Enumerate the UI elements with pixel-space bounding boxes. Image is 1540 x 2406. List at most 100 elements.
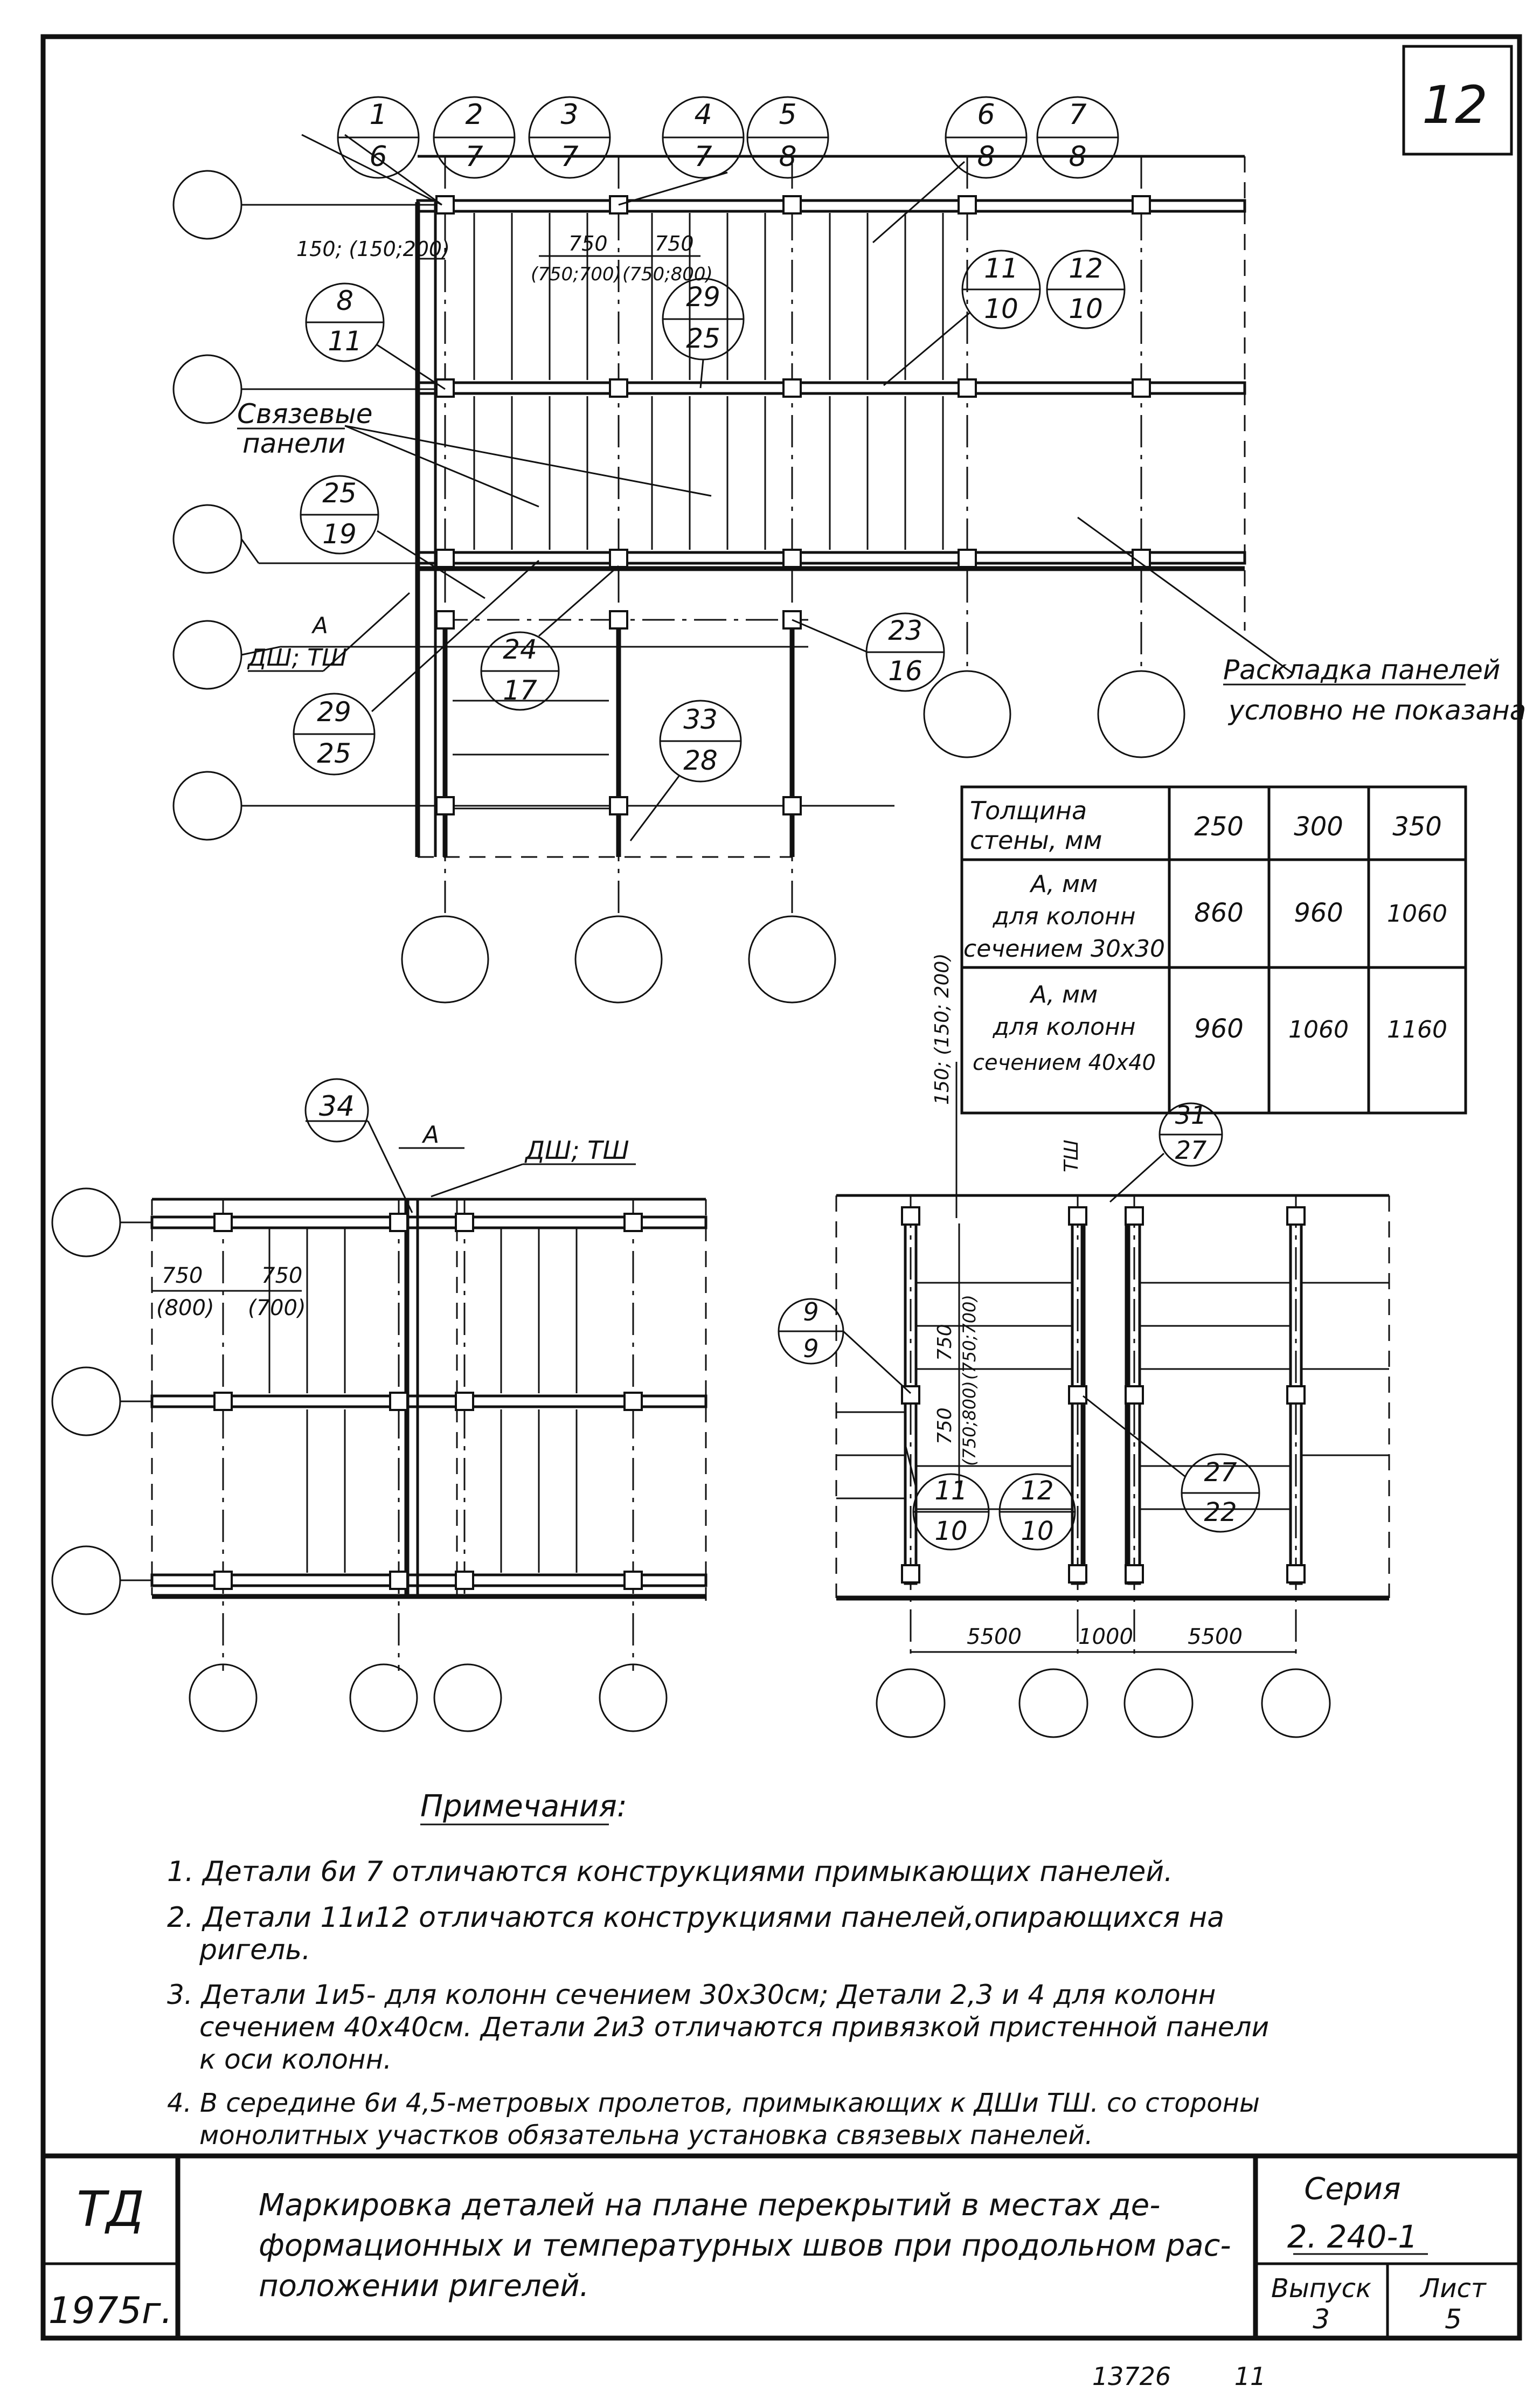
row1-val-3: 1060 [1387,900,1447,928]
callout-34-label: 34 [319,1090,355,1123]
callout-top: 9 [803,1297,818,1326]
thickness-300: 300 [1294,812,1343,842]
callout-top: 11 [984,253,1018,284]
callout-bottom: 8 [1069,141,1086,173]
axis-bubble [876,1668,946,1738]
callout-27-22: 27 22 [1181,1453,1260,1533]
callout-4-7: 4 7 [662,96,745,179]
callout-top: 33 [683,704,718,735]
notes-title: Примечания: [420,1789,627,1824]
description-line-2: формационных и температурных швов при пр… [259,2228,1231,2263]
dim-1000: 1000 [1078,1624,1133,1649]
left-label-joint: ДШ; ТШ [524,1136,629,1165]
beam [150,1394,707,1408]
note-3-line-3: к оси колонн. [199,2044,392,2075]
callout-bottom: 10 [934,1516,967,1546]
leader [322,592,411,672]
row2-label-3: сечением 40х40 [973,1050,1156,1075]
axis-bubble [748,915,836,1004]
note-layout-1: Раскладка панелей [1223,654,1500,686]
dim-tsh: ТШ [1060,1140,1083,1173]
axis-bubble [1018,1668,1088,1738]
leader [344,425,712,497]
top-plan: 1 6 2 7 3 7 4 7 5 8 6 8 7 8 8 1 [172,96,1526,1004]
callout-top: 1 [369,99,387,131]
row2-val-1: 960 [1194,1014,1244,1044]
table-header-line1: Толщина [970,796,1087,825]
footer-page: 11 [1234,2362,1266,2391]
callout-bottom: 9 [803,1334,818,1363]
note-3-line-2: сечением 40х40см. Детали 2и3 отличаются … [199,2011,1269,2043]
callout-33-28: 33 28 [659,700,742,783]
dim-750-a-alt: (750;700) [531,264,621,285]
title-block: ТД 1975г. Маркировка деталей на плане пе… [43,2153,1520,2338]
beam [416,381,1246,395]
row1-label-2: для колонн [992,903,1135,930]
label-joint: ДШ; ТШ [247,644,347,672]
callout-top: 24 [503,634,537,665]
axis-bubble [401,915,489,1004]
callout-top: 25 [322,478,357,509]
callout-24-17: 24 17 [480,631,560,711]
row1-label-1: А, мм [1029,870,1098,898]
callout-bottom: 11 [328,326,362,357]
footer-number: 13726 [1092,2362,1171,2391]
left-label-a: А [421,1121,439,1149]
sheet-label: Лист [1419,2273,1487,2304]
callout-1-6: 1 6 [337,96,420,179]
callout-12-10-right: 12 10 [998,1473,1076,1551]
axis-bubble [51,1545,121,1615]
leaders-top [301,134,1294,841]
callout-25-19: 25 19 [300,475,379,555]
issue-label: Выпуск [1271,2273,1371,2304]
dim-750-b-alt: (750;800) [622,264,713,285]
row2-label-1: А, мм [1029,981,1098,1008]
left-dim-700: (700) [248,1296,306,1320]
callout-bottom: 25 [686,323,720,354]
columns-top [435,195,1151,815]
callout-bottom: 10 [1021,1516,1053,1546]
description-line-1: Маркировка деталей на плане перекрытий в… [259,2188,1160,2223]
left-dim-800: (800) [156,1296,214,1320]
columns-right [901,1206,1306,1584]
callout-3-7: 3 7 [528,96,611,179]
dim-750-low: 750 [934,1407,956,1444]
callout-31-27: 31 27 [1159,1101,1223,1167]
note-4-line-2: монолитных участков обязательна установк… [199,2120,1093,2151]
wall-thickness-table: Толщина стены, мм 250 300 350 А, мм для … [960,785,1467,1115]
beam [416,551,1246,565]
axis-bubble [172,504,242,574]
note-2-line-1: 2. Детали 11и12 отличаются конструкциями… [167,1902,1224,1934]
callout-8-11: 8 11 [305,282,385,362]
callout-bottom: 28 [683,745,718,776]
axis-bubble [1097,670,1185,758]
beam [150,1573,707,1587]
notes: Примечания: 1. Детали 6и 7 отличаются ко… [167,1789,1269,2151]
axis-bubbles-left-plan [51,1187,668,1732]
label-tie-panels-2: панели [242,428,345,459]
callout-bottom: 17 [503,675,537,706]
beam [416,199,1246,213]
callout-top: 3 [560,99,578,131]
axis-bubbles-bottom [401,670,1185,1004]
callout-5-8: 5 8 [746,96,829,179]
panel-seams-right [836,1282,1389,1510]
axis-bubble [172,170,242,240]
columns-left [213,1213,643,1590]
leader [367,1121,413,1213]
left-dim-750-2: 750 [261,1263,302,1288]
series-value: 2. 240-1 [1287,2218,1418,2255]
callout-top: 5 [779,99,796,131]
callout-top: 8 [336,285,353,316]
leader [1109,1152,1165,1203]
axis-bubble [574,915,663,1004]
callout-bottom: 10 [1069,293,1103,324]
callout-top: 12 [1021,1476,1053,1506]
dim-750-mid-alt: (750;700) [959,1295,980,1380]
axis-line [240,538,260,564]
axis-bubble [599,1663,668,1732]
sheet-value: 5 [1445,2304,1462,2335]
note-4-line-1: 4. В середине 6и 4,5-метровых пролетов, … [167,2088,1260,2118]
callout-top: 6 [977,99,995,131]
axis-bubble [433,1663,502,1732]
